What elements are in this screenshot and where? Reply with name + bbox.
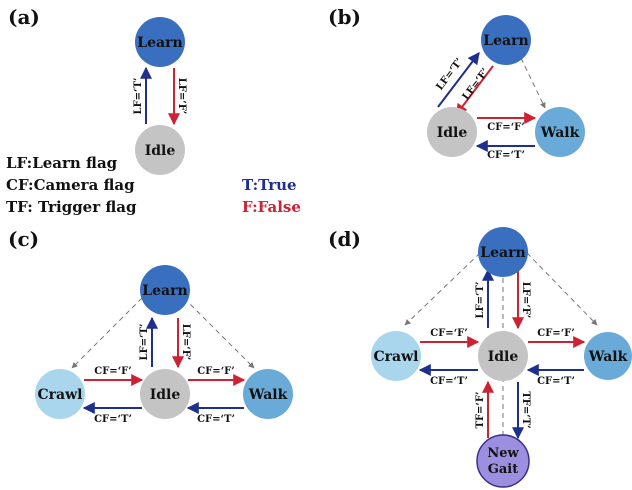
state-node-learn [135,17,185,67]
state-label-idle: Idle [437,125,468,141]
edge-label-lf-true: LF=‘T’ [475,282,486,319]
state-label-walk: Walk [248,387,288,403]
state-node-crawl [35,369,85,419]
state-label-walk: Walk [588,349,628,365]
state-label-idle: Idle [145,143,176,159]
panel-b: (b) LF=‘T’ LF=‘F’ CF=‘F’ CF=‘T’ Learn Id… [328,5,585,161]
state-node-crawl [371,331,421,381]
state-node-idle [135,125,185,175]
state-node-walk [584,332,632,380]
arrow-learn-to-idle [455,65,494,116]
panel-label-d: (d) [328,227,361,251]
state-node-learn [481,15,531,65]
edge-label-cf-false: CF=‘F’ [537,328,575,339]
edge-label-cf-true: CF=‘T’ [197,414,235,425]
state-node-idle [427,107,477,157]
panel-label-c: (c) [8,227,39,251]
state-label-learn: Learn [137,35,182,51]
edge-label-lf-true: LF=‘T’ [435,56,466,92]
arrow-learn-to-walk-dashed [183,297,255,369]
state-label-crawl: Crawl [374,349,419,365]
edge-label-cf-false: CF=‘F’ [197,366,235,377]
state-label-learn: Learn [483,33,528,49]
state-label-walk: Walk [540,125,580,141]
arrow-idle-to-learn [437,52,480,108]
state-label-idle: Idle [150,387,181,403]
arrow-learn-to-walk-dashed [520,57,546,109]
edge-label-lf-true: LF=‘T’ [133,78,144,115]
edge-label-cf-true: CF=‘T’ [94,414,132,425]
state-node-idle [478,331,528,381]
edge-label-lf-false: LF=‘F’ [180,324,191,361]
state-node-learn [140,265,190,315]
arrow-learn-to-walk-dashed [526,252,598,326]
edge-label-cf-false: CF=‘F’ [430,328,468,339]
edge-label-cf-true: CF=‘T’ [430,376,468,387]
edge-label-tf-false: TF=‘F’ [475,392,486,429]
edge-label-cf-true: CF=‘T’ [487,150,525,161]
state-label-idle: Idle [488,349,519,365]
arrow-learn-to-crawl-dashed [404,252,481,326]
state-node-walk [243,369,293,419]
arrow-learn-to-crawl-dashed [71,297,143,369]
state-label-learn: Learn [142,283,187,299]
legend: LF:Learn flag CF:Camera flag TF: Trigger… [6,154,301,216]
state-label-learn: Learn [480,245,525,261]
panel-d: (d) LF=‘T’ LF=‘F’ CF=‘F’ CF=‘T’ CF=‘F’ C… [328,227,632,488]
legend-tf: TF: Trigger flag [6,198,137,216]
state-node-walk [535,107,585,157]
edge-label-lf-false: LF=‘F’ [176,78,187,115]
legend-false: F:False [242,198,301,216]
state-label-new-gait-line2: Gait [488,462,518,477]
panel-label-a: (a) [8,5,40,29]
edge-label-tf-true: TF=‘T’ [520,391,531,428]
state-node-idle [140,369,190,419]
legend-cf: CF:Camera flag [6,176,135,194]
legend-true: T:True [242,176,297,194]
edge-label-lf-false: LF=‘F’ [520,282,531,319]
edge-label-cf-false: CF=‘F’ [487,122,525,133]
state-label-new-gait-line1: New [487,446,519,461]
edge-label-cf-true: CF=‘T’ [537,376,575,387]
panel-c: (c) LF=‘T’ LF=‘F’ CF=‘F’ CF=‘T’ CF=‘F’ C… [8,227,293,425]
state-node-learn [478,227,528,277]
edge-label-lf-true: LF=‘T’ [139,324,150,361]
panel-a: (a) LF=‘T’ LF=‘F’ Learn Idle [8,5,187,175]
edge-label-cf-false: CF=‘F’ [94,366,132,377]
panel-label-b: (b) [328,5,361,29]
state-label-crawl: Crawl [38,387,83,403]
legend-lf: LF:Learn flag [6,154,118,172]
state-node-new-gait [476,434,530,488]
